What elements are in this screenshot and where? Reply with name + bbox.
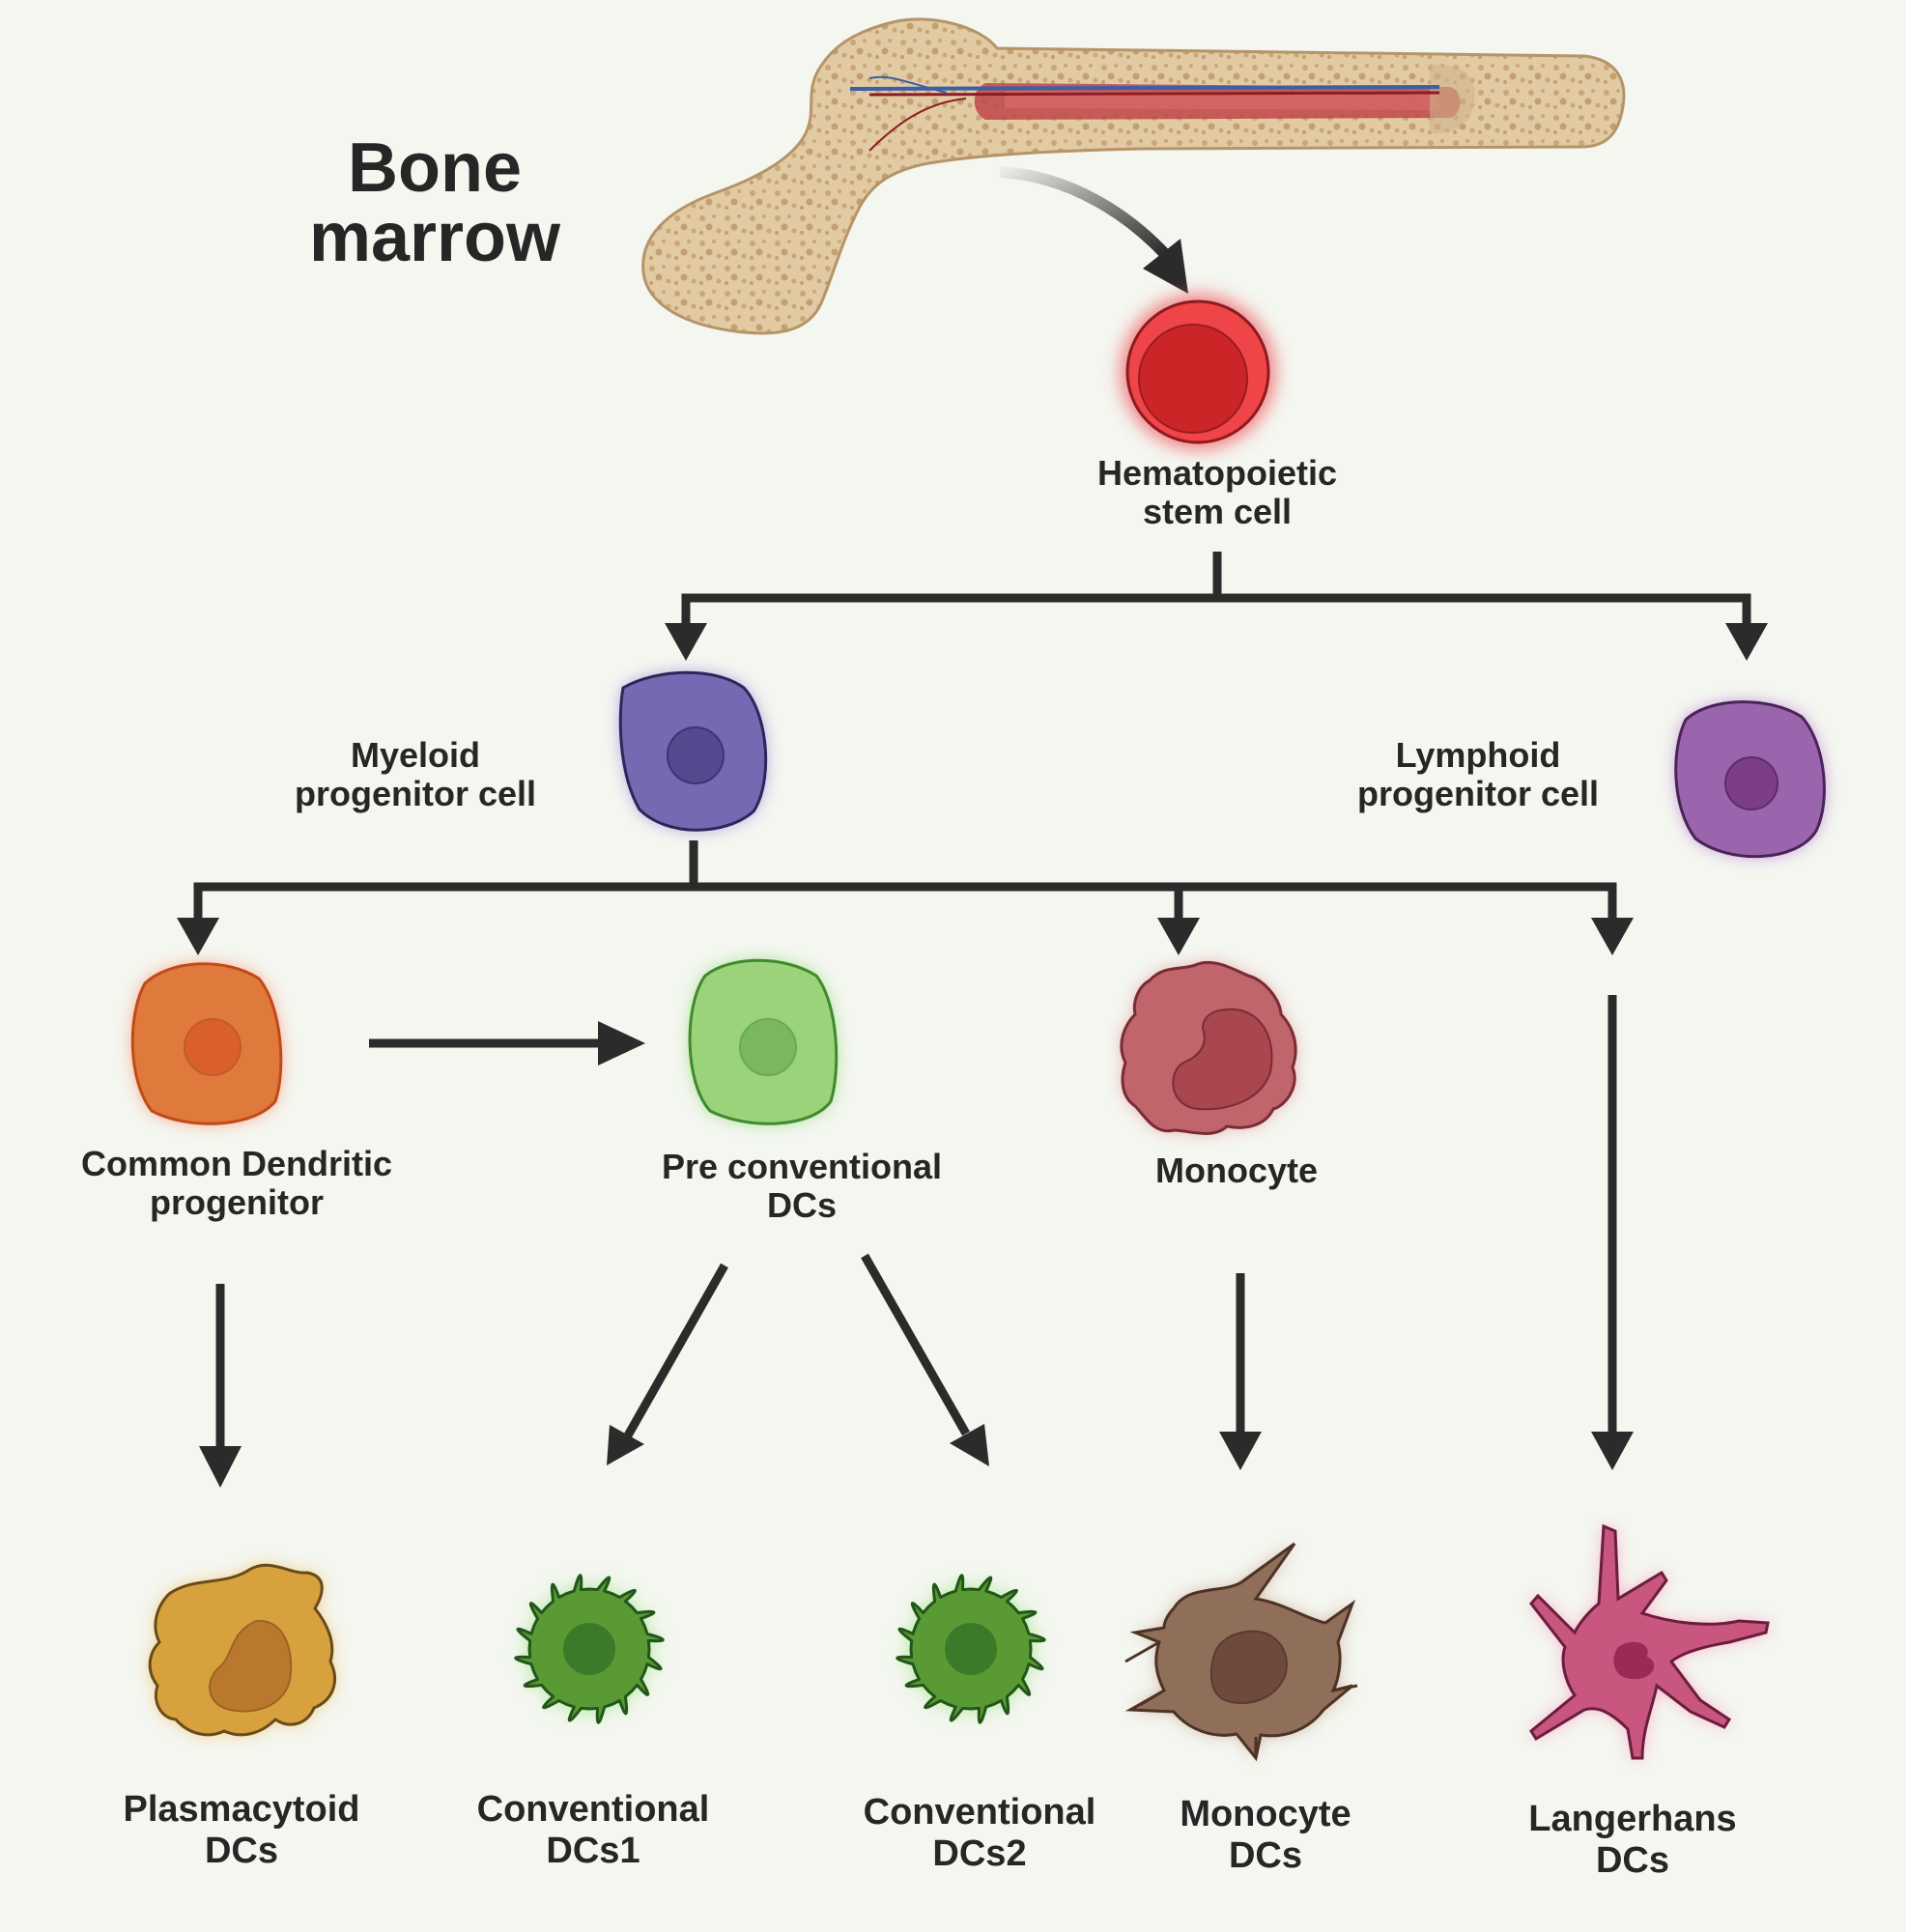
modc-label: Monocyte DCs [1072,1794,1459,1876]
cdp-cell [130,962,283,1125]
cdc2-label-line-1: Conventional [863,1792,1096,1833]
hsc-label: Hematopoietic stem cell [1024,453,1410,532]
monocyte-label: Monocyte [1043,1151,1430,1190]
pre-cdc-label-line-2: DCs [766,1185,838,1226]
bone-marrow-title: Bone marrow [290,133,580,272]
myeloid-progenitor-cell [618,670,768,832]
hsc-cell [1121,295,1275,449]
myeloid-label: Myeloid progenitor cell [222,735,609,814]
modc-label-line-1: Monocyte [1180,1794,1351,1834]
monocyte-label-line-1: Monocyte [1154,1151,1318,1190]
monocyte-cell [1120,961,1297,1135]
modc-cell [1124,1542,1358,1762]
cdp-label-line-2: progenitor [150,1182,324,1223]
lymphoid-label: Lymphoid progenitor cell [1285,735,1671,814]
pdc-cell [148,1563,336,1737]
cell-nucleus [563,1623,615,1675]
pdc-label: Plasmacytoid DCs [48,1789,435,1871]
modc-label-line-2: DCs [1228,1834,1303,1876]
cdc1-label: Conventional DCs1 [400,1789,786,1871]
lc-label-line-1: Langerhans [1528,1799,1737,1839]
lymphoid-progenitor-cell [1674,700,1826,859]
pdc-label-line-1: Plasmacytoid [123,1789,360,1830]
hsc-label-line-1: Hematopoietic [1096,453,1338,493]
cdc1-cell [514,1574,665,1724]
bone-to-hsc-arrow [999,166,1169,258]
cell-nucleus [945,1623,997,1675]
pdc-label-line-2: DCs [204,1830,279,1871]
lc-label: Langerhans DCs [1439,1799,1826,1881]
bone-outline [641,17,1626,335]
hsc-label-line-2: stem cell [1142,492,1293,532]
pre-cdc-label: Pre conventional DCs [609,1147,995,1226]
arrowheads [177,623,1768,1488]
myeloid-label-line-2: progenitor cell [294,774,537,814]
lymphoid-label-line-1: Lymphoid [1395,735,1561,775]
lymphoid-label-line-2: progenitor cell [1356,774,1600,814]
cdc1-label-line-2: DCs1 [546,1830,640,1871]
cdp-label-line-1: Common Dendritic [80,1144,392,1183]
cdc2-label: Conventional DCs2 [786,1792,1173,1874]
cdc1-label-line-1: Conventional [476,1789,710,1830]
title-line-1: Bone [348,129,522,207]
myeloid-label-line-1: Myeloid [350,735,480,775]
cdc2-cell [896,1574,1046,1724]
connectors [193,552,1751,1450]
cdc2-label-line-2: DCs2 [932,1833,1027,1874]
bone-illustration [641,17,1626,335]
lc-label-line-2: DCs [1595,1839,1670,1881]
cdp-label: Common Dendritic progenitor [24,1144,449,1223]
pre-cdc-label-line-1: Pre conventional [661,1147,943,1186]
pre-cdc-cell [688,958,839,1125]
langerhans-cell [1529,1523,1770,1760]
title-line-2: marrow [308,199,561,276]
